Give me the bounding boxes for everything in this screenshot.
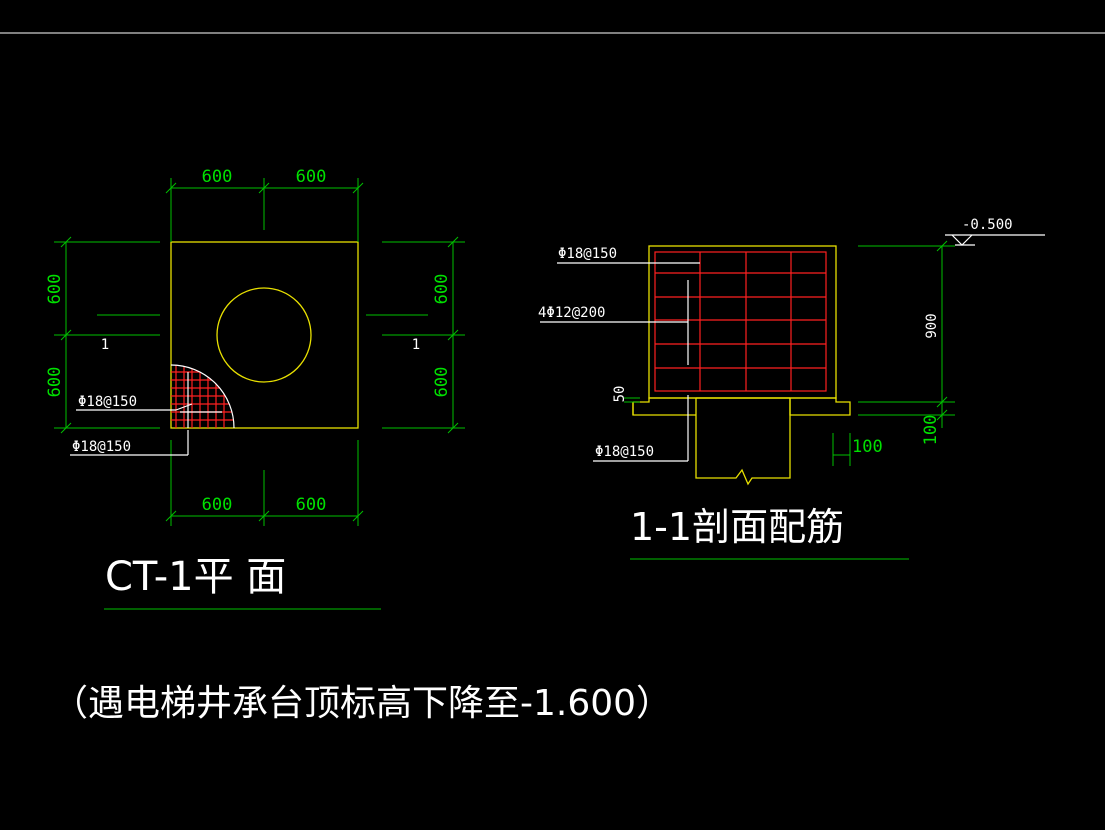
- section-dim-height: 900: [924, 313, 940, 338]
- plan-dim-left-upper: 600: [45, 274, 65, 305]
- section-dim-cover-text: 50: [612, 386, 628, 403]
- plan-rebar-label-2: Φ18@150: [72, 439, 131, 455]
- plan-dim-right-upper: 600: [432, 274, 452, 305]
- plan-dim-top-right: 600: [296, 167, 327, 187]
- elevator-pit-note: （遇电梯井承台顶标高下降至-1.600）: [52, 683, 672, 724]
- plan-rebar-leaders: [70, 403, 193, 456]
- pile-circle: [216, 287, 312, 383]
- plan-dim-bottom-left: 600: [202, 495, 233, 515]
- plan-dim-left: [54, 236, 160, 434]
- section-elevation-text: -0.500: [962, 217, 1013, 233]
- plan-dim-left-lower: 600: [45, 367, 65, 398]
- section-view: Φ18@150 4Φ12@200 Φ18@150 50 -0.500 900 1…: [538, 217, 1045, 560]
- section-elevation-marker: [945, 234, 1045, 246]
- plan-dim-right-lower: 600: [432, 367, 452, 398]
- section-dim-right: [858, 240, 955, 428]
- section-title: 1-1剖面配筋: [630, 505, 844, 549]
- section-dim-cover: [624, 397, 640, 403]
- plan-rebar-label-1: Φ18@150: [78, 394, 137, 410]
- section-dim-pile-embed: [832, 433, 851, 466]
- plan-title: CT-1平 面: [105, 554, 286, 600]
- plan-dim-bottom: [165, 440, 364, 526]
- plan-dim-top: [165, 178, 364, 242]
- section-rebar-leaders: [540, 262, 700, 462]
- plan-section-mark-right: 1: [412, 337, 420, 353]
- plan-rebar-hatch: [170, 364, 235, 429]
- section-label-side-rebar: 4Φ12@200: [538, 305, 605, 321]
- section-label-bottom-rebar: Φ18@150: [595, 444, 654, 460]
- plan-dim-top-left: 600: [202, 167, 233, 187]
- pile-cap-outline: [170, 241, 359, 429]
- plan-section-mark-left: 1: [101, 337, 109, 353]
- section-pile: [695, 398, 791, 486]
- section-base-slab: [632, 397, 851, 416]
- section-dim-base: 100: [921, 415, 941, 446]
- plan-dim-bottom-right: 600: [296, 495, 327, 515]
- plan-dim-right: [366, 236, 465, 434]
- section-label-top-rebar: Φ18@150: [558, 246, 617, 262]
- plan-view: 600 600 600 600 600 600: [45, 167, 465, 610]
- section-dim-pile-embed-text: 100: [852, 437, 883, 457]
